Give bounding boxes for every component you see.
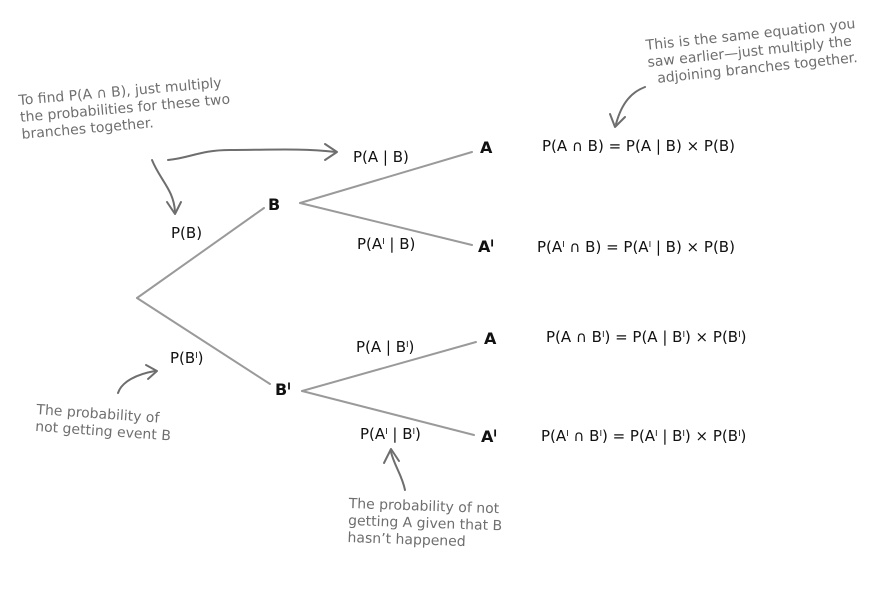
arrow-to-p-a-prime-given-b-prime: [390, 451, 406, 491]
equation-a-and-b-prime: P(A ∩ Bˡ) = P(A | Bˡ) × P(Bˡ): [546, 328, 747, 346]
label-p-a-prime-given-b: P(Aˡ | B): [357, 235, 416, 253]
node-b: B: [268, 195, 281, 214]
arrow-to-equation: [615, 86, 646, 125]
branch-b-prime-to-a: [301, 341, 477, 392]
equation-a-prime-and-b: P(Aˡ ∩ B) = P(Aˡ | B) × P(B): [537, 238, 735, 256]
node-a-bottom: A: [484, 329, 497, 348]
arrowhead-p-a-prime-given-b-prime: [383, 448, 400, 464]
branch-b-prime-to-a-prime: [301, 390, 475, 436]
equation-a-prime-and-b-prime: P(Aˡ ∩ Bˡ) = P(Aˡ | Bˡ) × P(Bˡ): [541, 427, 747, 445]
node-a-prime-top: Aˡ: [478, 237, 494, 256]
arrowhead-equation: [609, 113, 626, 128]
label-p-b: P(B): [171, 224, 203, 242]
label-p-a-given-b-prime: P(A | Bˡ): [356, 338, 415, 356]
annotation-not-getting-a: The probability of not getting A given t…: [347, 496, 503, 552]
arrow-to-p-a-given-b: [167, 148, 337, 161]
node-a-top: A: [480, 138, 493, 157]
arrowhead-p-b: [166, 201, 182, 215]
branch-root-to-b-prime: [136, 297, 271, 385]
node-a-prime-bottom: Aˡ: [481, 427, 497, 446]
label-p-a-given-b: P(A | B): [353, 148, 409, 166]
arrowhead-p-a-given-b: [324, 143, 338, 161]
arrowhead-p-b-prime: [145, 364, 158, 380]
equation-a-and-b: P(A ∩ B) = P(A | B) × P(B): [542, 137, 735, 155]
arrow-to-p-b-prime: [117, 370, 156, 394]
branch-b-to-a: [299, 151, 473, 204]
label-p-a-prime-given-b-prime: P(Aˡ | Bˡ): [360, 425, 421, 443]
node-b-prime: Bˡ: [275, 380, 291, 399]
label-p-b-prime: P(Bˡ): [170, 349, 204, 367]
branch-root-to-b: [136, 207, 265, 299]
arrow-to-p-b: [151, 159, 176, 213]
branch-b-to-a-prime: [299, 202, 473, 246]
